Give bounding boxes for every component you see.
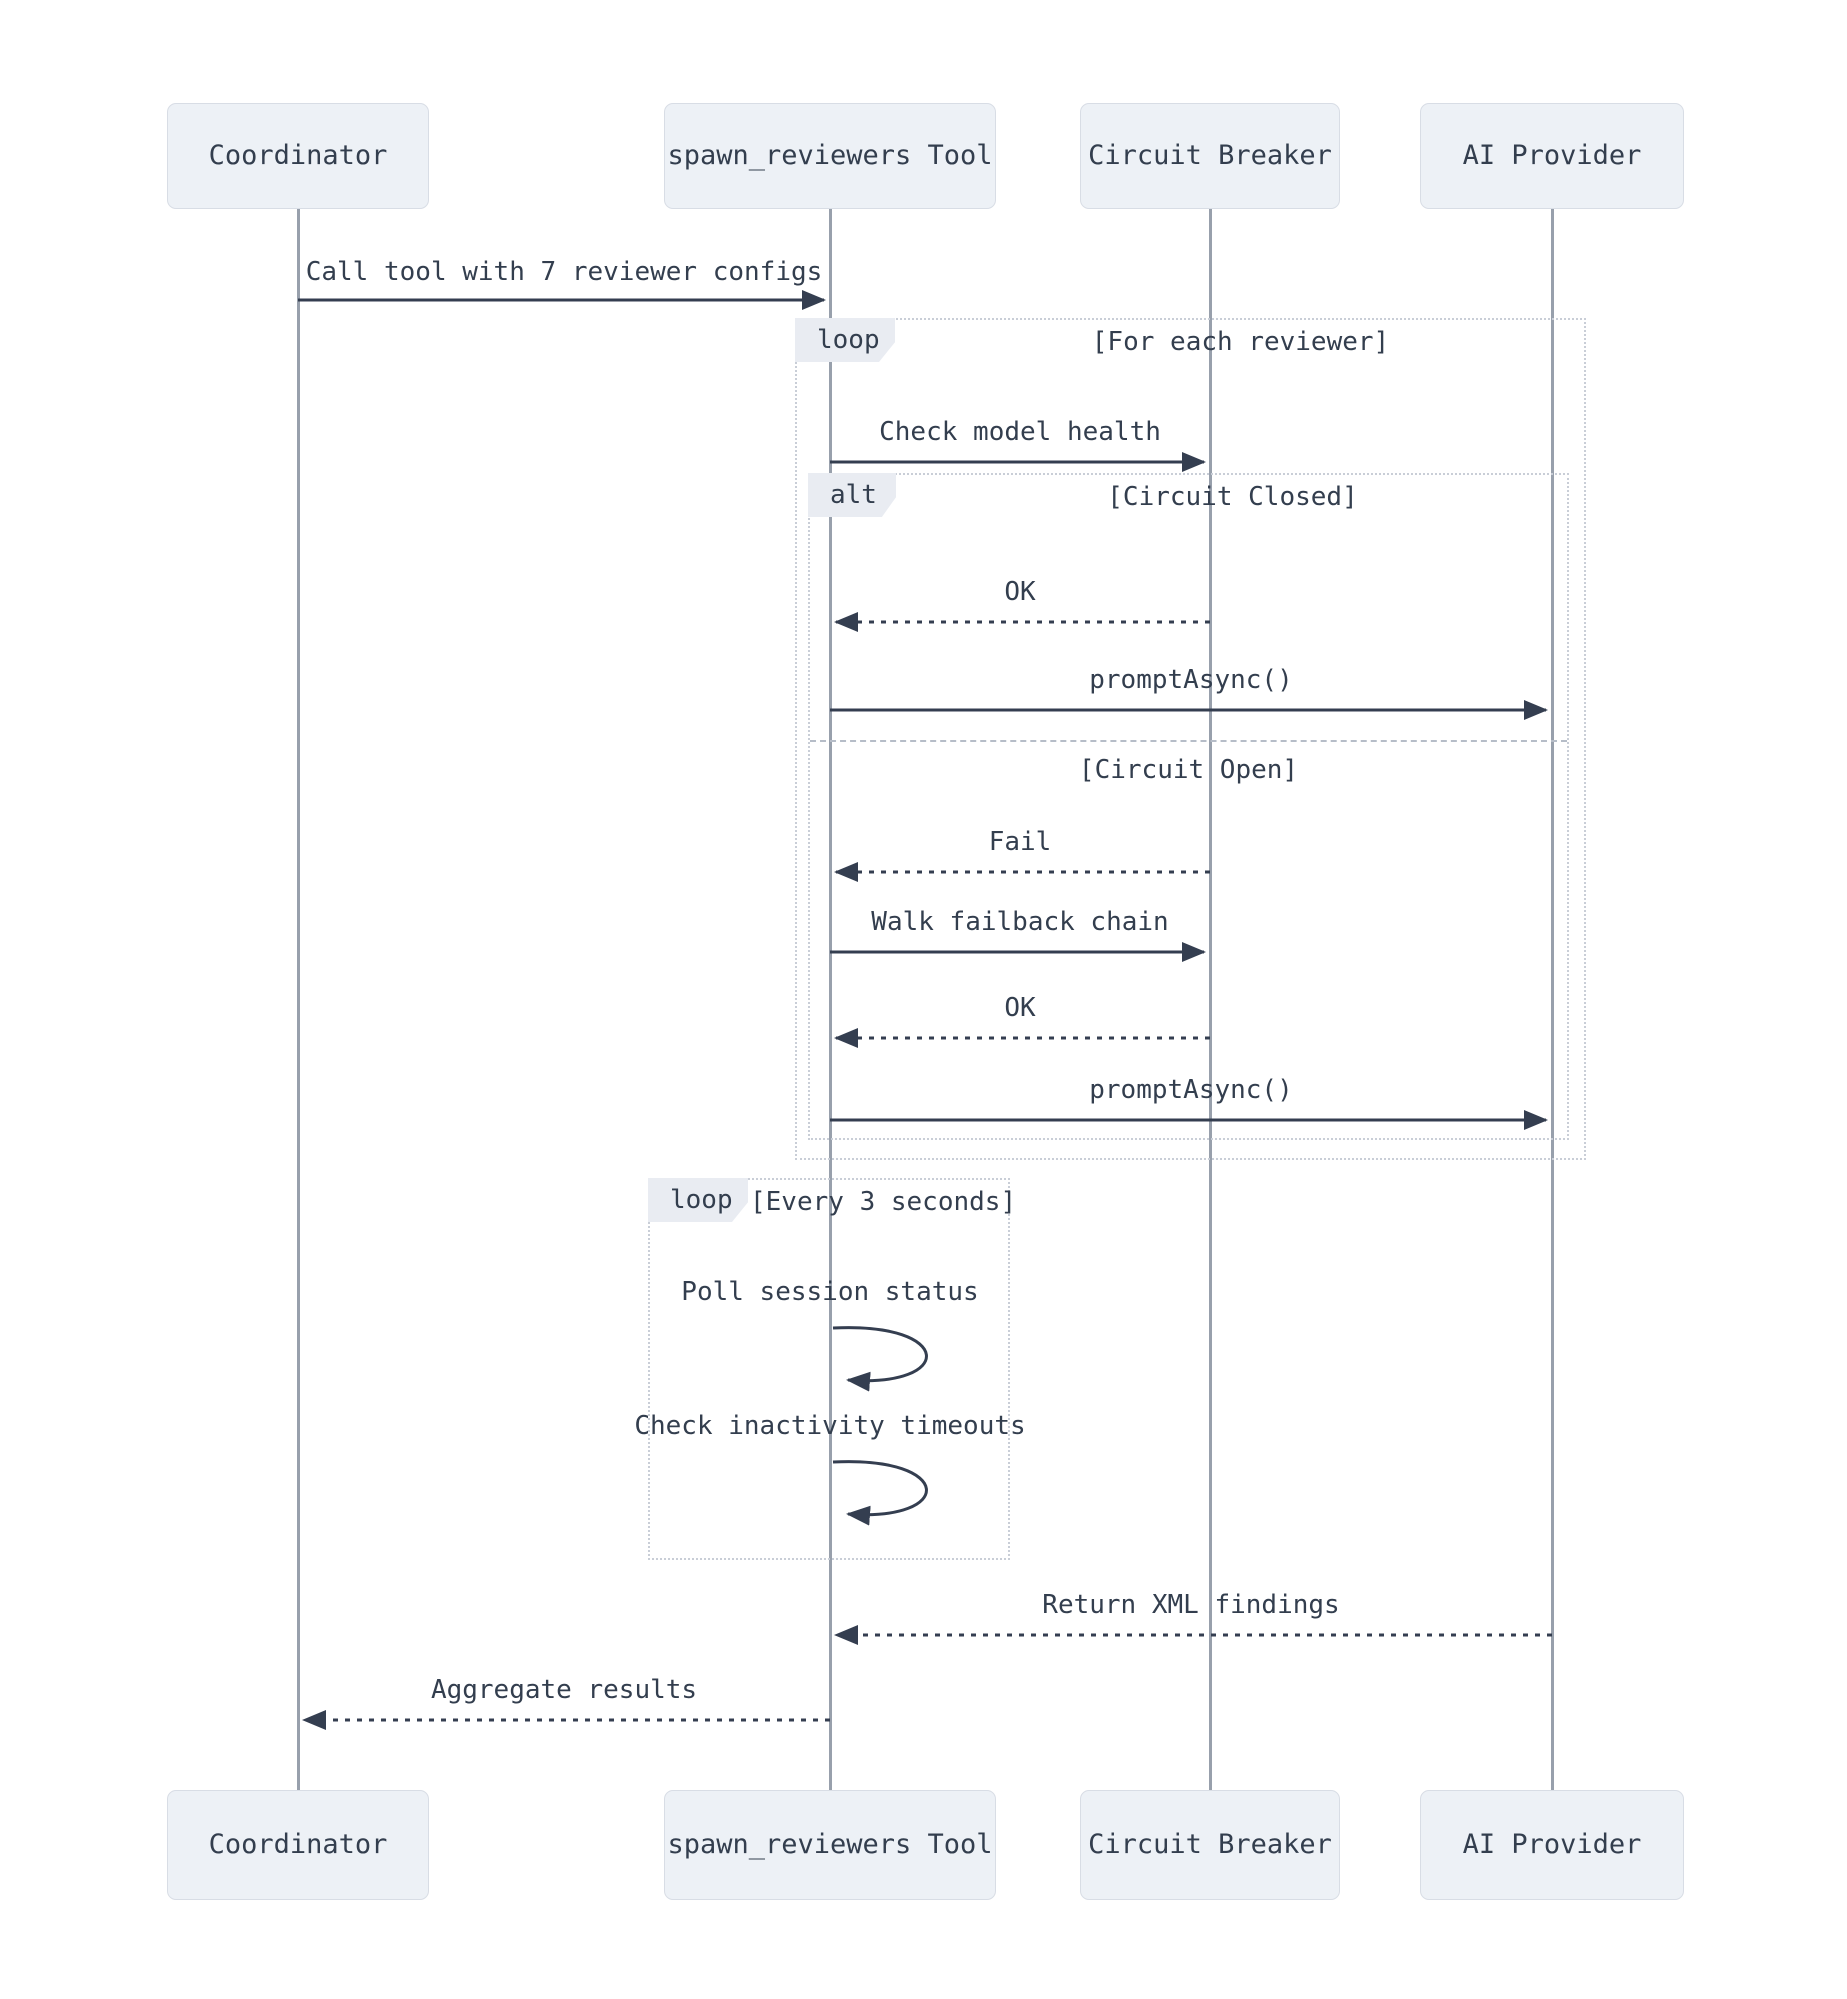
lifeline-spawn-reviewers-tool <box>828 209 832 1790</box>
lifeline-ai-provider <box>1550 209 1554 1790</box>
arrow-self-check-inactivity-timeouts <box>832 1460 928 1526</box>
message-check-model-health: Check model health <box>879 417 1161 447</box>
message-return-xml-findings: Return XML findings <box>1042 1590 1340 1620</box>
message-aggregate-results: Aggregate results <box>430 1675 698 1705</box>
alt-keyword-tag: alt <box>808 473 896 517</box>
actor-bottom-spawn-reviewers-tool: spawn_reviewers Tool <box>664 1790 996 1900</box>
lifeline-coordinator <box>296 209 300 1790</box>
alt-condition-open-label: [Circuit Open] <box>1078 755 1299 785</box>
actor-bottom-coordinator: Coordinator <box>167 1790 429 1900</box>
message-ok-circuit-open: OK <box>1004 993 1036 1023</box>
message-walk-failback-chain: Walk failback chain <box>871 907 1169 937</box>
actor-bottom-ai-provider: AI Provider <box>1420 1790 1684 1900</box>
actor-top-ai-provider: AI Provider <box>1420 103 1684 209</box>
actor-top-spawn-reviewers-tool: spawn_reviewers Tool <box>664 103 996 209</box>
message-prompt-async-closed: promptAsync() <box>1089 665 1293 695</box>
actor-bottom-circuit-breaker: Circuit Breaker <box>1080 1790 1340 1900</box>
message-prompt-async-open: promptAsync() <box>1089 1075 1293 1105</box>
message-check-inactivity-timeouts: Check inactivity timeouts <box>634 1411 1026 1441</box>
actor-top-circuit-breaker: Circuit Breaker <box>1080 103 1340 209</box>
message-ok-circuit-closed: OK <box>1004 577 1036 607</box>
lifeline-circuit-breaker <box>1208 209 1212 1790</box>
message-call-tool: Call tool with 7 reviewer configs <box>305 257 823 287</box>
message-fail: Fail <box>988 827 1052 857</box>
loop-condition-label: [For each reviewer] <box>1091 327 1390 357</box>
loop-poll-keyword-tag: loop <box>648 1178 748 1222</box>
alt-frame-circuit: alt [Circuit Closed] [Circuit Open] <box>808 473 1569 1140</box>
loop-frame-for-each-reviewer: loop [For each reviewer] <box>795 318 1586 1160</box>
arrow-self-poll-session-status <box>832 1326 928 1392</box>
message-poll-session-status: Poll session status <box>681 1277 979 1307</box>
actor-top-coordinator: Coordinator <box>167 103 429 209</box>
loop-frame-every-3-seconds: loop [Every 3 seconds] <box>648 1178 1017 1560</box>
loop-keyword-tag: loop <box>795 318 895 362</box>
alt-condition-closed-label: [Circuit Closed] <box>1107 482 1358 512</box>
alt-divider-line <box>810 740 1567 742</box>
loop-poll-condition-label: [Every 3 seconds] <box>750 1187 1017 1217</box>
